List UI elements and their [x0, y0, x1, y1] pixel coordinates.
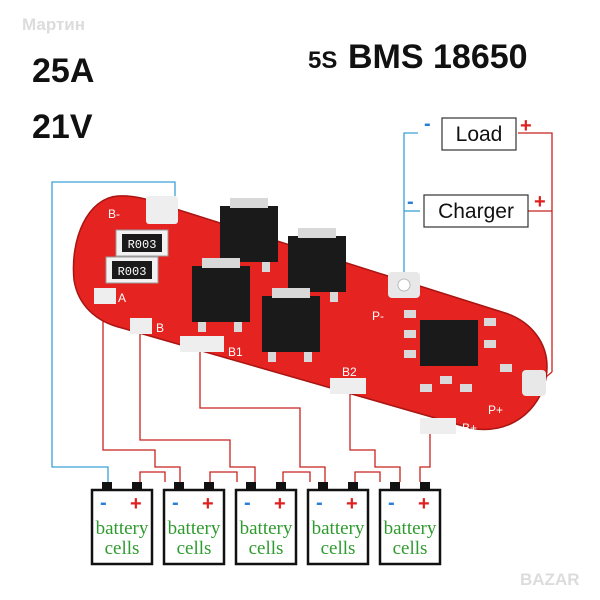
charger-box: Charger - +: [407, 191, 546, 228]
watermark-bottom: BAZAR: [520, 570, 580, 589]
cell-plus: +: [346, 493, 358, 515]
cell-line2: cells: [249, 538, 284, 559]
wire-load-minus: [403, 132, 418, 282]
pad-a-label: A: [118, 291, 126, 305]
wires: [51, 132, 553, 482]
cell-line2: cells: [321, 538, 356, 559]
link-1-2: [139, 471, 166, 482]
wire-b: [139, 328, 256, 482]
cell-line2: cells: [177, 538, 212, 559]
cell-minus: -: [172, 492, 179, 514]
pad-b-minus-label: B-: [108, 207, 120, 221]
pad-p-plus-label: P+: [488, 403, 503, 417]
resistor-2-label: R003: [118, 265, 147, 279]
pad-b1-label: B1: [228, 345, 243, 359]
cell-minus: -: [244, 492, 251, 514]
cell-minus: -: [316, 492, 323, 514]
cell-minus: -: [388, 492, 395, 514]
wire-b1: [199, 345, 326, 482]
load-plus: +: [520, 115, 532, 137]
cell-plus: +: [418, 493, 430, 515]
title-prefix: 5S: [308, 47, 337, 74]
spec-current: 25A: [32, 52, 94, 90]
resistor-1-label: R003: [128, 238, 157, 252]
load-minus: -: [424, 113, 431, 135]
cell-line1: battery: [384, 518, 437, 539]
cell-5: - + battery cells: [378, 482, 442, 566]
cell-2: - + battery cells: [162, 482, 226, 566]
cell-plus: +: [130, 493, 142, 515]
pad-a: A: [94, 288, 126, 305]
load-box: Load - +: [424, 113, 532, 151]
watermark-top: Мартин: [22, 15, 85, 34]
link-2-3: [209, 471, 238, 482]
cell-plus: +: [202, 493, 214, 515]
charger-minus: -: [407, 191, 414, 213]
pad-b-plus-label: B+: [462, 421, 477, 435]
mosfet-1: [220, 198, 278, 272]
cell-line1: battery: [312, 518, 365, 539]
cell-4: - + battery cells: [306, 482, 370, 566]
cell-line2: cells: [105, 538, 140, 559]
resistor-1: R003: [115, 229, 169, 257]
wire-load-plus: [518, 132, 553, 372]
pad-b1: B1: [180, 336, 243, 359]
spec-voltage: 21V: [32, 108, 93, 146]
pad-p-plus: P+: [488, 370, 546, 417]
cell-3: - + battery cells: [234, 482, 298, 566]
title-main: BMS 18650: [348, 38, 528, 76]
link-4-5: [354, 471, 381, 482]
cell-line1: battery: [240, 518, 293, 539]
cell-1: - + battery cells: [90, 482, 154, 566]
wire-b-minus: [51, 181, 176, 482]
pcb-board: B- R003 R003: [72, 195, 548, 435]
pad-b-label: B: [156, 321, 164, 335]
wire-b2: [349, 385, 401, 482]
pad-p-minus: P-: [372, 272, 420, 323]
wire-b-plus: [419, 430, 431, 482]
mosfet-2: [288, 228, 346, 302]
cell-line1: battery: [168, 518, 221, 539]
charger-plus: +: [534, 191, 546, 213]
cell-plus: +: [274, 493, 286, 515]
link-3-4: [282, 471, 311, 482]
mosfet-4: [262, 288, 320, 362]
pad-b: B: [130, 318, 164, 335]
resistor-2: R003: [105, 256, 159, 284]
cell-line1: battery: [96, 518, 149, 539]
pad-b-plus: B+: [420, 418, 477, 435]
cell-line2: cells: [393, 538, 428, 559]
pad-b2-label: B2: [342, 365, 357, 379]
pad-b2: B2: [330, 365, 366, 394]
charger-label: Charger: [438, 200, 514, 223]
load-label: Load: [456, 123, 503, 146]
wire-a: [102, 298, 181, 482]
pad-b-minus: B-: [108, 196, 178, 224]
battery-cells: - + battery cells - + battery cells - + …: [90, 482, 442, 566]
protection-ic: [404, 310, 512, 392]
cell-minus: -: [100, 492, 107, 514]
mosfet-3: [192, 258, 250, 332]
pad-p-minus-label: P-: [372, 309, 384, 323]
